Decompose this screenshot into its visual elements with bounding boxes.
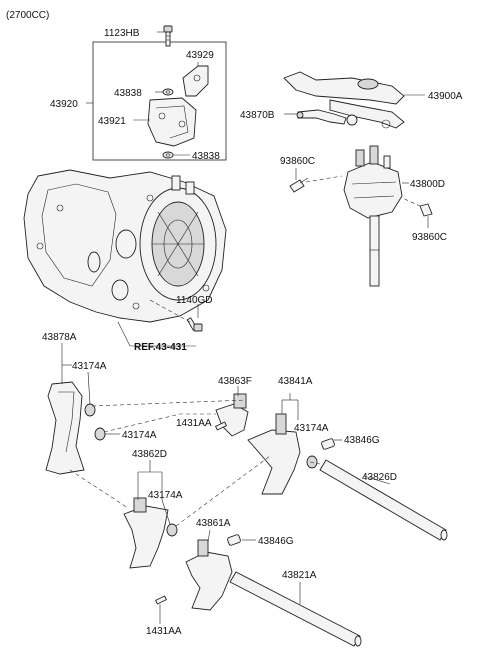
label-ref: REF.43-431 (134, 342, 187, 353)
washer-43838-top[interactable] (162, 88, 174, 96)
label-43174A-a: 43174A (72, 361, 107, 372)
label-43838-bottom: 43838 (192, 151, 220, 162)
label-43826D: 43826D (362, 472, 397, 483)
label-1431AA-upper: 1431AA (176, 418, 212, 429)
bolt-1140GD[interactable] (186, 317, 203, 332)
label-43800D: 43800D (410, 179, 445, 190)
label-43841A: 43841A (278, 376, 313, 387)
washer-43838-bottom[interactable] (162, 151, 174, 159)
label-93860C-left: 93860C (280, 156, 315, 167)
control-assembly-43800D[interactable] (343, 145, 403, 287)
label-43920: 43920 (50, 99, 78, 110)
label-1431AA-lower: 1431AA (146, 626, 182, 637)
pin-1431AA-upper[interactable] (215, 421, 227, 431)
plate-43929[interactable] (182, 65, 209, 97)
label-43838-top: 43838 (114, 88, 142, 99)
label-43870B: 43870B (240, 110, 275, 121)
shift-rail-43826D[interactable] (319, 459, 448, 541)
label-43878A: 43878A (42, 332, 77, 343)
shift-fork-43861A[interactable] (185, 539, 233, 611)
bushing-43174A-right[interactable] (306, 455, 318, 469)
label-43900A: 43900A (428, 91, 463, 102)
label-43861A: 43861A (196, 518, 231, 529)
shift-fork-43863F[interactable] (215, 393, 249, 437)
label-93860C-right: 93860C (412, 232, 447, 243)
plug-93860C-right[interactable] (419, 203, 433, 217)
label-43174A-c: 43174A (122, 430, 157, 441)
shift-lever-43900A[interactable] (283, 71, 405, 129)
shift-rail-43821A[interactable] (229, 571, 362, 647)
shift-fork-43862D[interactable] (123, 497, 169, 569)
label-43846G-upper: 43846G (344, 435, 380, 446)
label-43174A-d: 43174A (148, 490, 183, 501)
variant-label: (2700CC) (6, 10, 49, 21)
transmission-case (23, 169, 227, 323)
bracket-assembly-box (92, 41, 227, 161)
label-1123HB: 1123HB (104, 28, 140, 39)
label-43863F: 43863F (218, 376, 252, 387)
shift-fork-43878A[interactable] (45, 381, 85, 475)
bushing-43174A-lower-center[interactable] (166, 523, 178, 537)
label-43929: 43929 (186, 50, 214, 61)
plug-43846G-lower[interactable] (227, 534, 241, 546)
bolt-1123HB[interactable] (163, 25, 173, 47)
label-43846G-lower: 43846G (258, 536, 294, 547)
label-43174A-b: 43174A (294, 423, 329, 434)
label-1140GD: 1140GD (176, 295, 213, 306)
plug-93860C-left[interactable] (289, 177, 309, 193)
linkage-43870B[interactable] (296, 109, 358, 126)
label-43821A: 43821A (282, 570, 317, 581)
pin-1431AA-lower[interactable] (155, 595, 167, 605)
bracket-43921[interactable] (147, 97, 197, 147)
plug-43846G-upper[interactable] (321, 438, 335, 450)
bushing-43174A-lower-left[interactable] (94, 427, 106, 441)
label-43921: 43921 (98, 116, 126, 127)
label-43862D: 43862D (132, 449, 167, 460)
shift-fork-43841A[interactable] (247, 413, 301, 495)
